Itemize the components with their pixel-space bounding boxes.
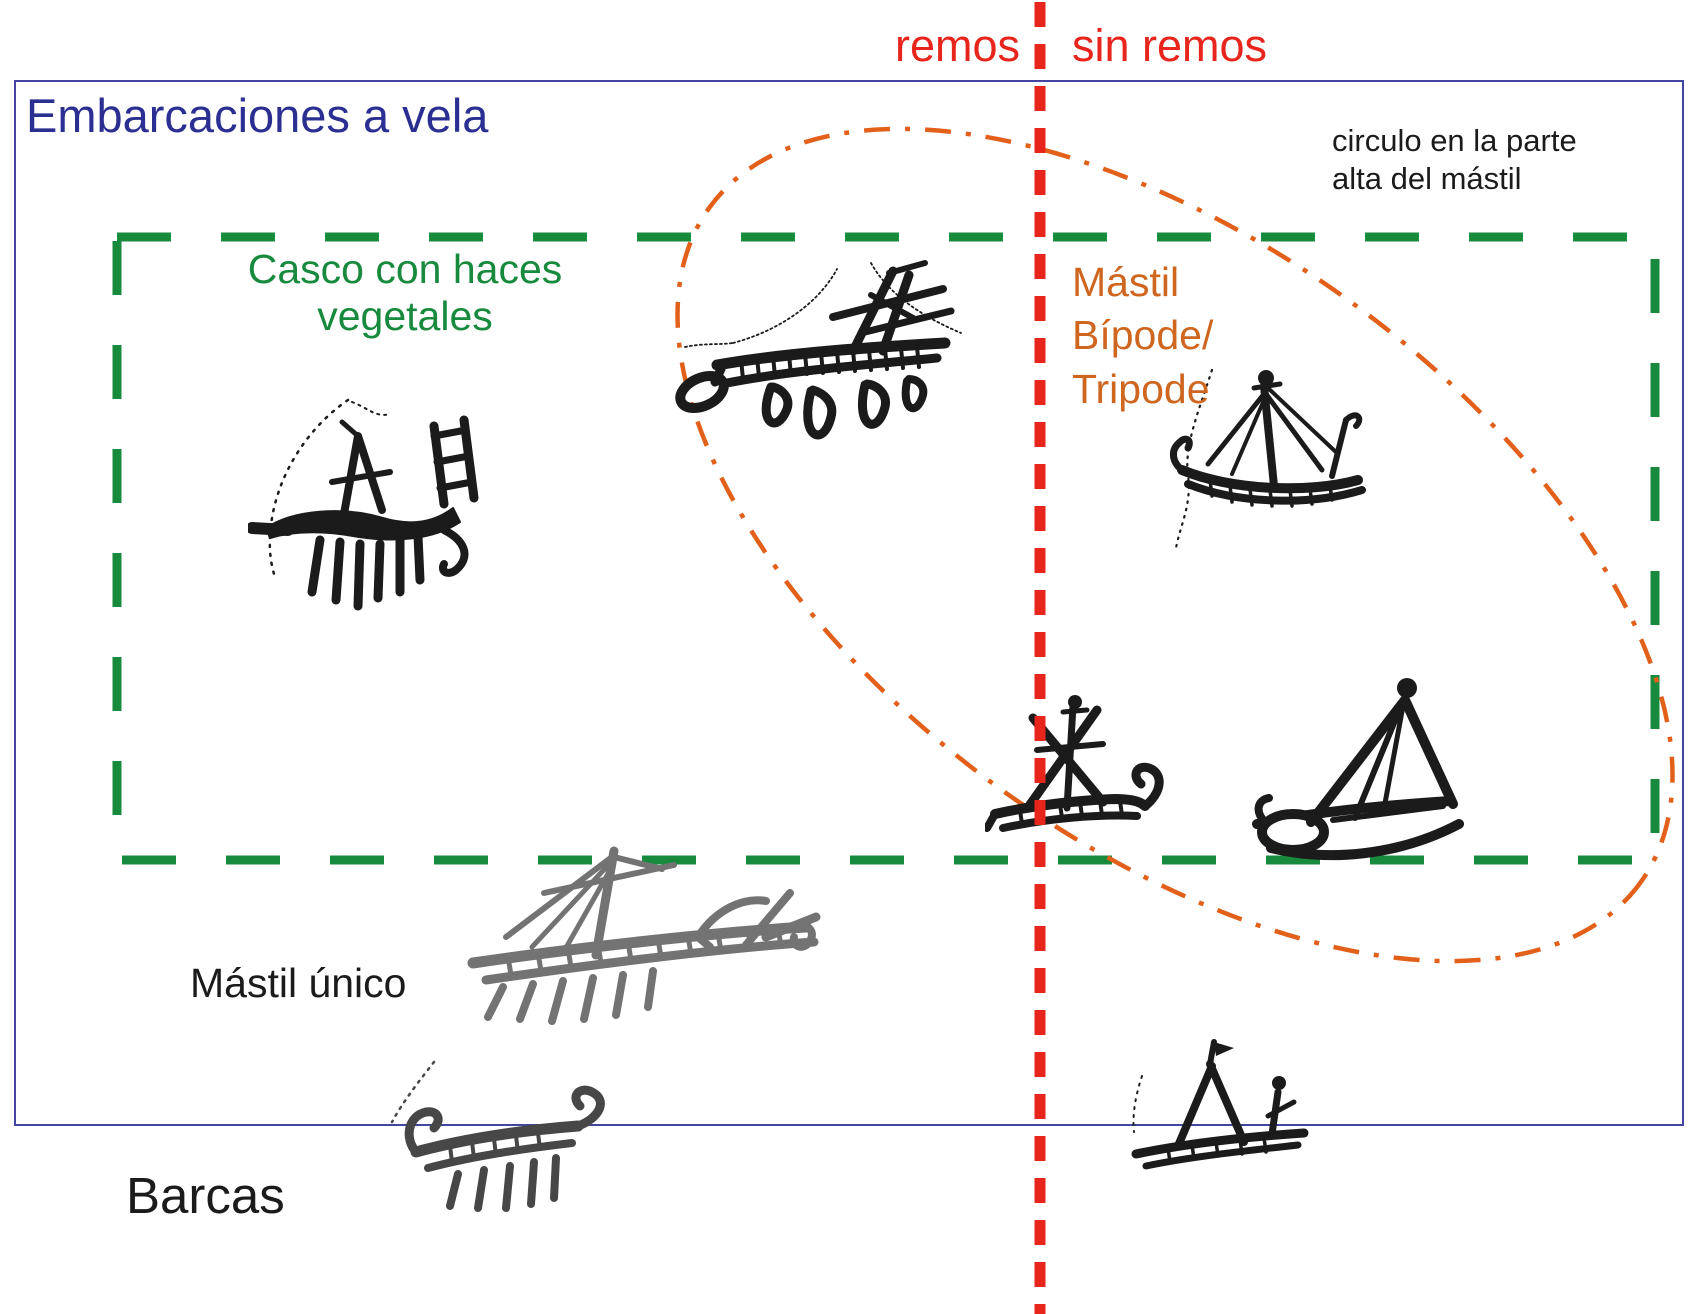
circle-mast-note-line2: alta del mástil [1332,161,1522,197]
green-zone-label-line2: vegetales [317,293,493,340]
remos-label: remos [894,20,1020,71]
petroglyph-boat-triangle-sail-circle [1252,678,1464,861]
orange-zone-label-line2: Bípode/ [1072,312,1214,359]
circle-mast-note: circulo en la parte alta del mástil [1332,122,1577,199]
sail-vessels-panel [14,80,1684,1126]
single-mast-label: Mástil único [190,960,407,1006]
petroglyph-boat-barca-right [1131,1039,1309,1170]
petroglyph-boat-oar-loops [675,260,962,440]
page-title: Embarcaciones a vela [26,89,489,142]
petroglyph-boat-star-mast [985,695,1164,832]
circle-mast-note-line1: circulo en la parte [1332,123,1577,158]
green-zone-label: Casco con haces vegetales [205,246,605,340]
petroglyph-boat-single-mast-grey [467,846,821,1025]
petroglyph-boat-barca-left [390,1060,605,1212]
sin-remos-label: sin remos [1072,20,1268,71]
green-zone-label-line1: Casco con haces [247,246,563,292]
petroglyph-boat-vegetal-hull [248,398,479,611]
orange-zone-label-line3: Tripode [1072,365,1210,412]
barcas-label: Barcas [126,1167,285,1224]
orange-zone-label-line1: Mástil [1072,259,1180,305]
orange-zone-label: Mástil Bípode/ Tripode [1072,256,1213,416]
